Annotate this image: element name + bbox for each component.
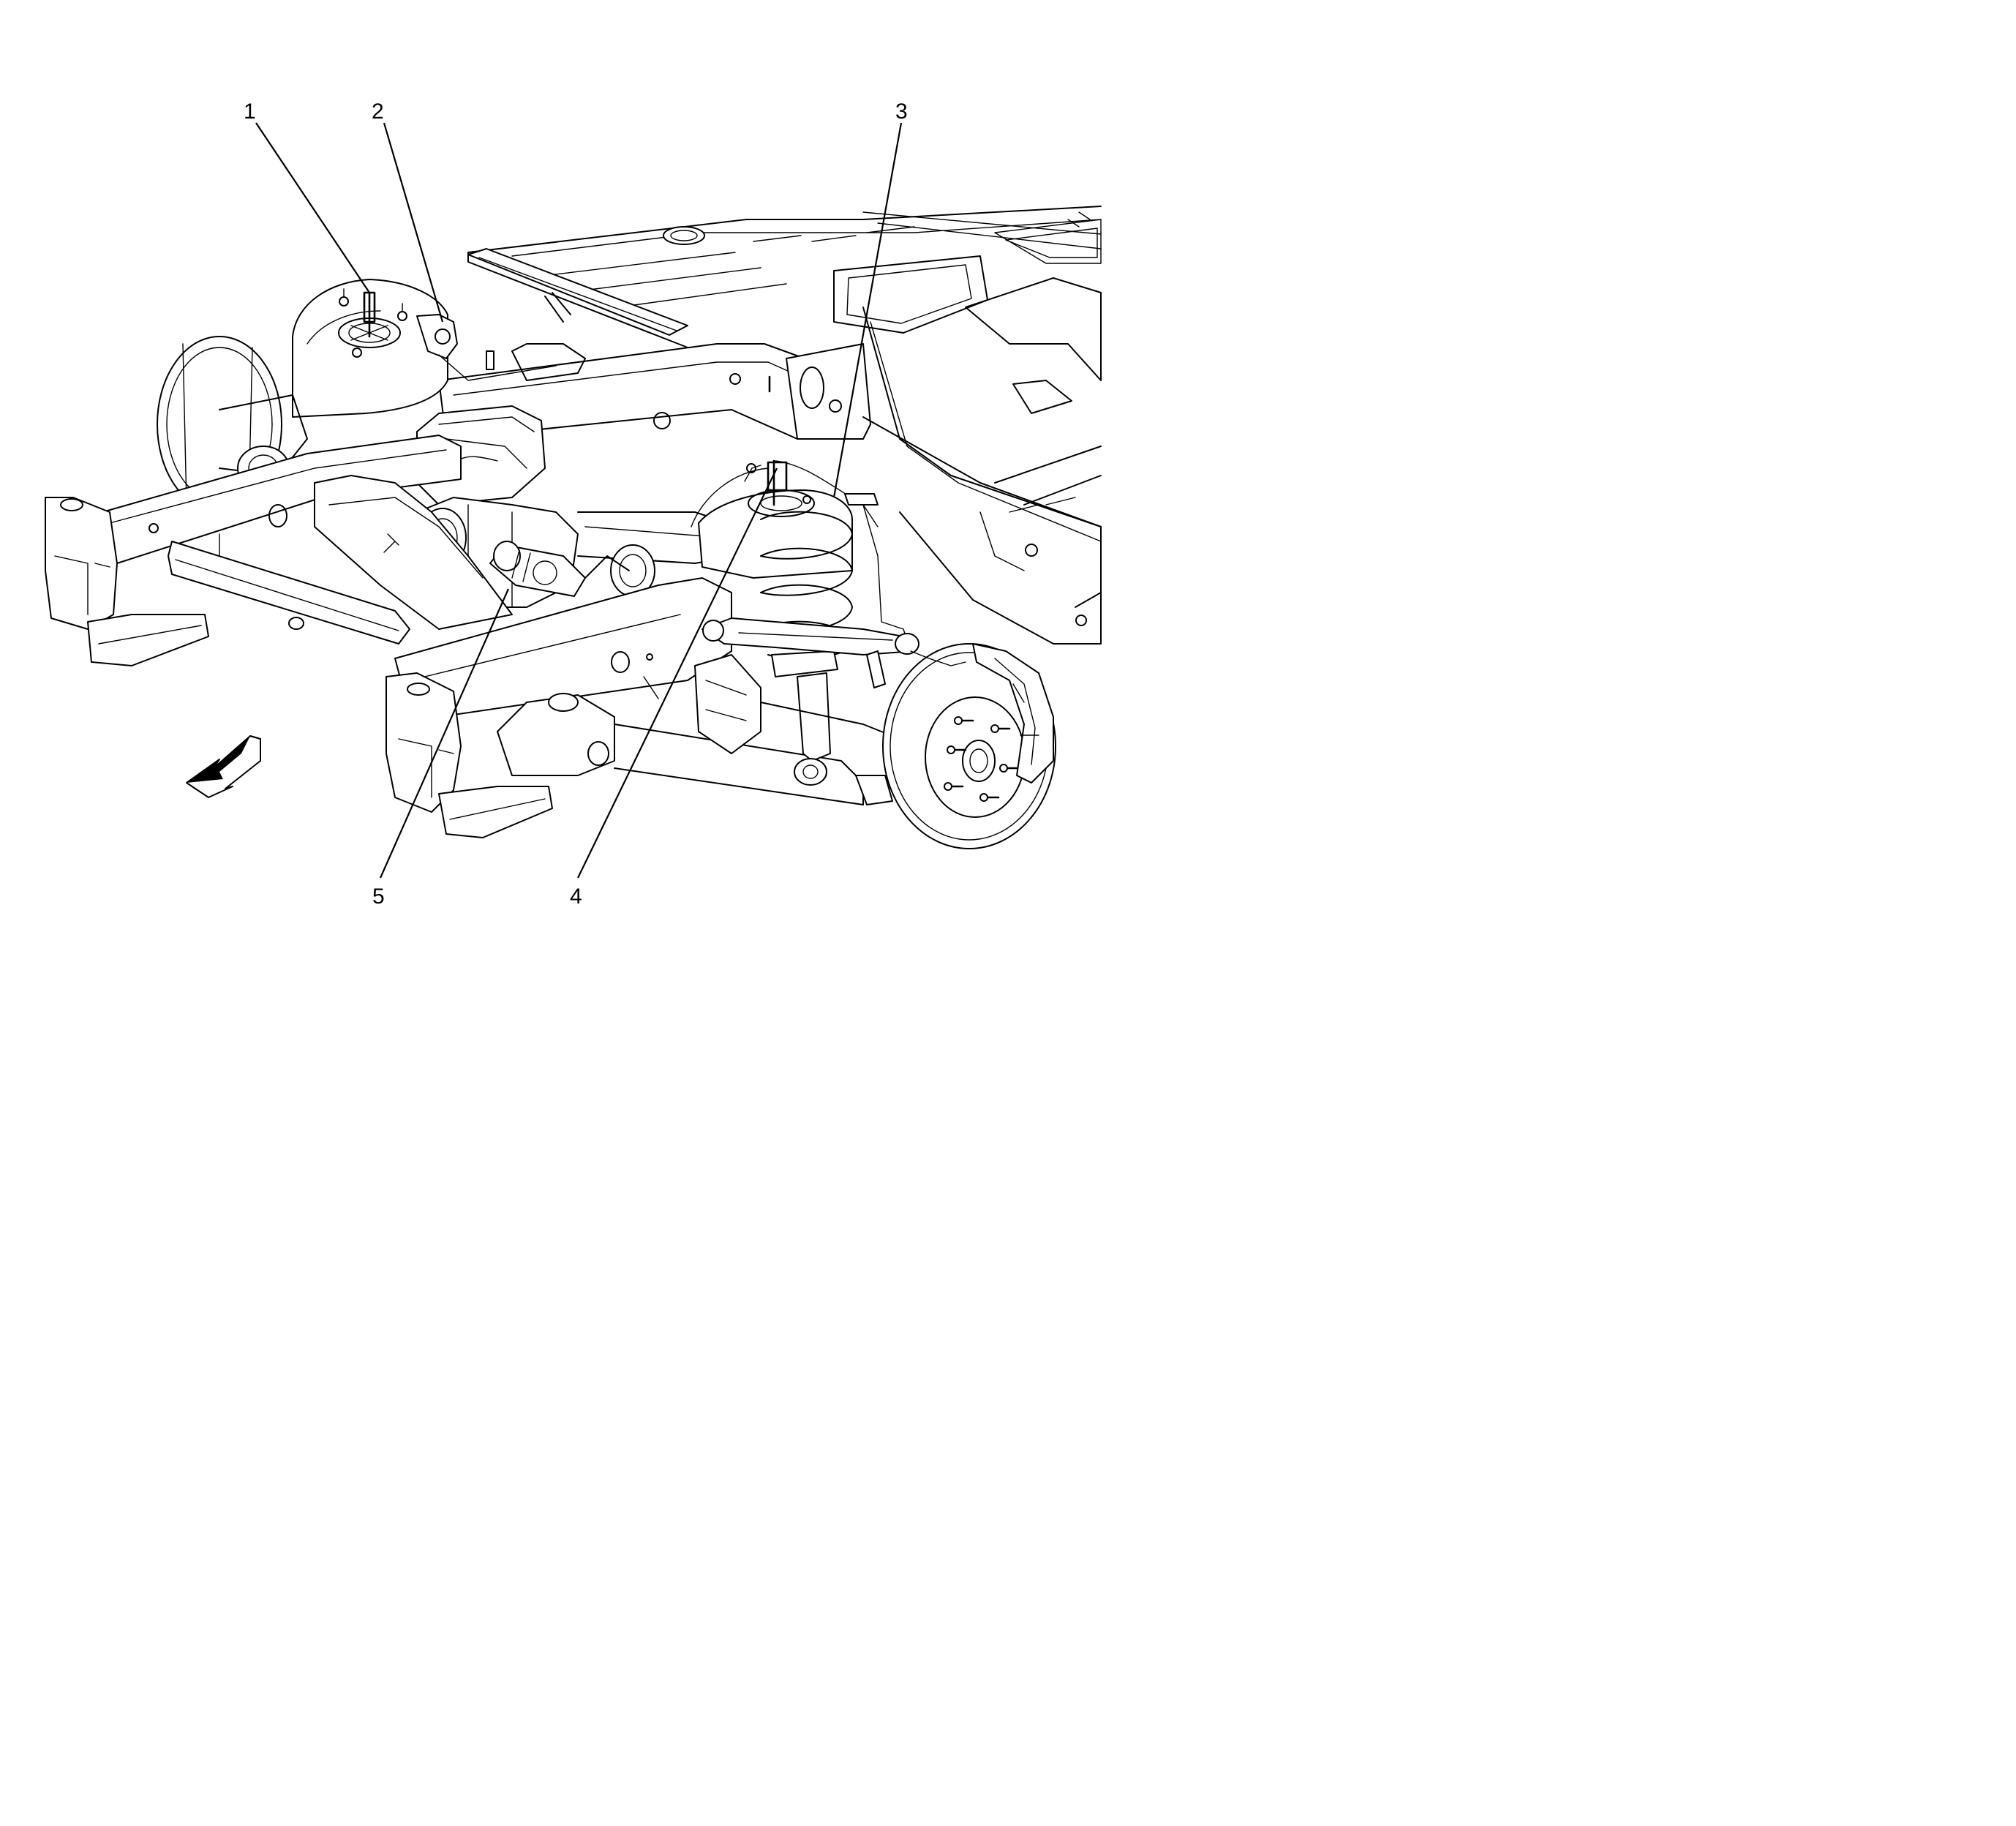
callout-4-leader [577,467,778,879]
sensor-bracket-left [416,314,557,381]
front-frame-crossmember [45,435,864,838]
callout-5: 5 [372,884,385,909]
right-brake-rotor [866,643,1056,849]
callout-4: 4 [570,884,582,909]
callout-2: 2 [372,99,384,124]
front-of-vehicle-arrow [186,735,261,798]
front-axle-actuator [489,541,630,597]
left-spring-tower [292,279,448,418]
callout-2-leader [383,122,444,323]
callout-3-leader [832,122,903,498]
lower-control-arm [694,654,900,805]
callout-leaders [255,122,903,879]
frame-crossmember [467,248,688,336]
callout-5-leader [379,588,510,879]
callout-3: 3 [895,99,908,124]
front-suspension-diagram: 1 2 3 4 5 [45,99,1102,909]
wheel-studs [944,716,1020,802]
callout-labels: 1 2 3 4 5 [244,99,908,909]
floor-pan [467,206,1102,542]
callout-1: 1 [244,99,256,124]
upper-control-arm [702,617,919,655]
callout-1-leader [255,122,370,293]
right-coil-spring-strut [691,459,911,786]
